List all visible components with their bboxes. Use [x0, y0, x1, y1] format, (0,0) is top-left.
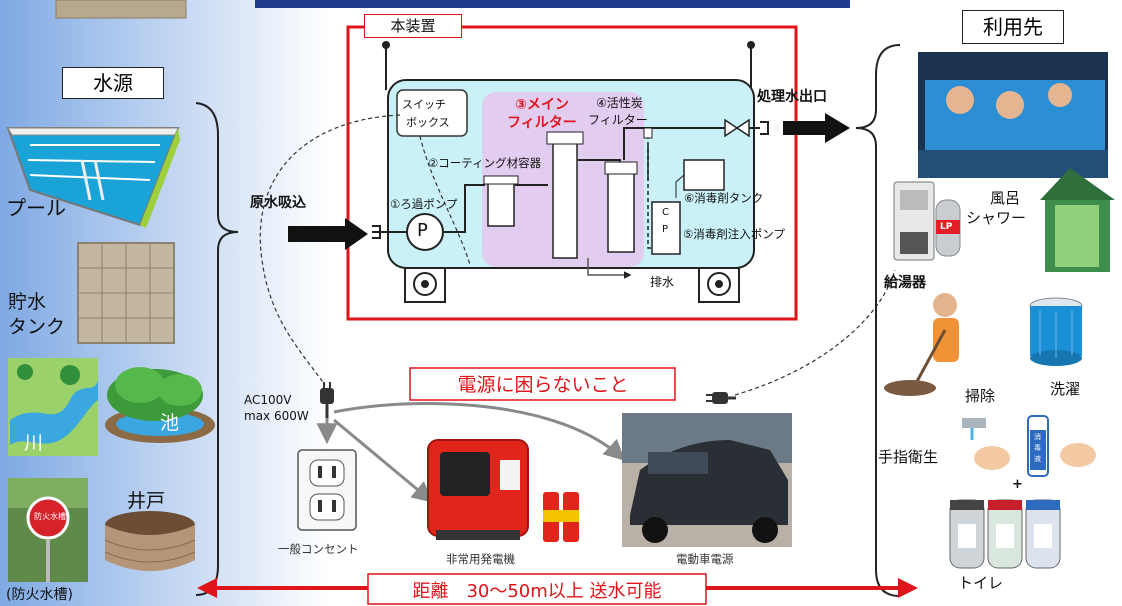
- disinfectant-tank: [683, 159, 725, 191]
- main-filter-label-1: ③メイン: [515, 97, 569, 113]
- top-bar: [255, 0, 850, 8]
- coating-label: ②コーティング材容器: [428, 156, 542, 170]
- lp-label: LP: [940, 222, 953, 232]
- power-headline: 電源に困らないこと: [457, 374, 629, 396]
- hand-hygiene-label: 手指衛生: [878, 448, 939, 466]
- uses-title: 利用先: [962, 10, 1064, 44]
- car-label: 電動車電源: [676, 552, 734, 566]
- pond-label: 池: [160, 412, 180, 434]
- car-plug-icon: [706, 392, 736, 404]
- fire-tank-sign-label: 防火水槽: [34, 512, 66, 521]
- pool-illustration: [6, 127, 180, 228]
- cp-pump: [651, 201, 681, 255]
- pump-symbol: P: [417, 220, 428, 241]
- laundry-illustration: [1029, 297, 1083, 366]
- distance-label: 距離 30～50m以上 送水可能: [412, 581, 662, 602]
- river-label: 川: [24, 432, 44, 454]
- fire-tank-label: (防火水槽): [6, 587, 73, 603]
- uses-brace: [855, 44, 901, 597]
- cp-pump-label: ⑤消毒剤注入ポンプ: [683, 227, 785, 241]
- wall-outlet: [297, 449, 357, 531]
- power-headline-box: [409, 367, 676, 401]
- switch-box-label-1: スイッチ: [402, 98, 446, 111]
- device-title: 本装置: [364, 14, 462, 38]
- generator-illustration: [427, 439, 579, 542]
- disinfectant-label-2: 毒: [1034, 444, 1041, 452]
- main-filter-label-2: フィルター: [507, 115, 577, 131]
- well-label: 井戸: [127, 490, 166, 512]
- intake-arrow: [288, 218, 368, 250]
- top-photo: [56, 0, 186, 18]
- disinfectant-label-1: 消: [1034, 433, 1041, 441]
- generator-label: 非常用発電機: [446, 552, 515, 566]
- hand-hygiene-illustration: [962, 415, 1096, 477]
- drain-label: 排水: [650, 275, 675, 289]
- main-filter: [552, 139, 578, 259]
- cp-symbol-2: P: [662, 224, 669, 235]
- bath-label: 風呂: [990, 189, 1021, 207]
- shower-tent: [1040, 168, 1115, 272]
- power-spec-1: AC100V: [244, 393, 292, 407]
- bath-photo: [918, 52, 1108, 178]
- tank-illustration: [77, 242, 175, 344]
- toilet-illustration: [949, 499, 1061, 569]
- river-illustration: [8, 358, 98, 456]
- water-source-title: 水源: [62, 67, 164, 99]
- well-illustration: [104, 511, 196, 571]
- plus-sign: +: [1012, 477, 1023, 492]
- disinfectant-tank-label: ⑥消毒剤タンク: [684, 191, 764, 205]
- carbon-filter-label-1: ④活性炭: [596, 96, 643, 110]
- fire-tank-photo: [8, 478, 88, 582]
- water-heater: [893, 181, 961, 261]
- tank-label: 貯水 タンク: [8, 291, 66, 338]
- outlet-label: 処理水出口: [757, 89, 827, 105]
- cleaning-label: 掃除: [965, 387, 996, 405]
- carbon-filter-label-2: フィルター: [588, 113, 648, 127]
- cleaning-illustration: [884, 293, 959, 396]
- coating-container: [487, 177, 515, 227]
- laundry-label: 洗濯: [1050, 380, 1081, 398]
- disinfectant-label-3: 液: [1034, 455, 1041, 463]
- switch-box: [396, 89, 468, 137]
- plug-icon: [320, 382, 334, 418]
- intake-label: 原水吸込: [250, 195, 306, 211]
- pond-illustration: [105, 367, 215, 443]
- heater-label: 給湯器: [884, 275, 926, 291]
- pump-label: ①ろ過ポンプ: [390, 197, 458, 211]
- toilet-label: トイレ: [958, 574, 1004, 592]
- outlet-label-text: 一般コンセント: [278, 542, 359, 556]
- power-spec-2: max 600W: [244, 409, 309, 423]
- pool-label: プール: [6, 196, 66, 220]
- outlet-arrow: [783, 113, 850, 143]
- power-cable: [259, 114, 401, 386]
- device-frame: [346, 25, 798, 321]
- shower-label: シャワー: [966, 209, 1027, 227]
- switch-box-label-2: ボックス: [406, 116, 450, 129]
- car-photo: [622, 413, 792, 547]
- distance-box: [367, 573, 707, 605]
- carbon-filter: [607, 169, 635, 253]
- cp-symbol-1: C: [662, 207, 669, 218]
